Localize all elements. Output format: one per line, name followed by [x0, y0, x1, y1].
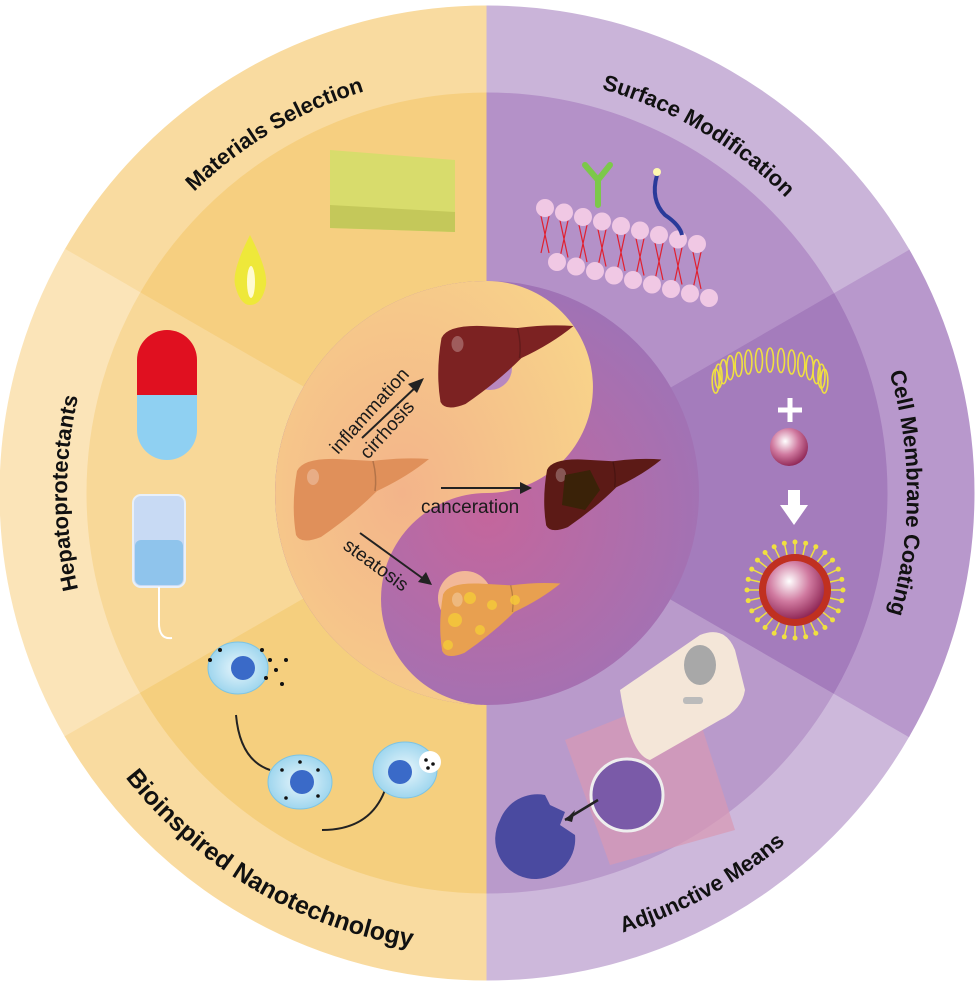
- lipid-head: [555, 203, 573, 222]
- lipid-head: [662, 280, 680, 298]
- lipid-head: [548, 253, 566, 271]
- lipid-head: [612, 217, 630, 235]
- lipid-head: [586, 262, 604, 280]
- lipid-head: [574, 208, 592, 226]
- antibody-icon: [582, 162, 613, 208]
- ligand-head: [653, 168, 661, 176]
- lipid-head: [688, 235, 706, 253]
- lipid-head: [643, 275, 661, 294]
- curved-arrow-1: [235, 714, 271, 771]
- lipid-bilayer-icon: [536, 199, 718, 307]
- cell-icon-1: [207, 641, 288, 695]
- lipid-head: [631, 221, 649, 240]
- iv-bag-icon: [132, 494, 186, 640]
- droplet-highlight: [247, 266, 255, 298]
- arrow-head: [565, 810, 575, 822]
- ultrasound-probe-icon: [620, 632, 745, 760]
- down-arrow-icon: [780, 490, 808, 525]
- capsule-icon: [137, 330, 197, 460]
- progression-arrows: [359, 384, 525, 581]
- lipid-head: [536, 199, 554, 217]
- label-canceration: canceration: [421, 497, 519, 518]
- plus-icon: [778, 398, 802, 422]
- lipid-head: [669, 230, 687, 249]
- lipid-head: [567, 257, 585, 276]
- tissue-texture-disk: [589, 757, 665, 833]
- cell-icon-2: [267, 754, 333, 810]
- lipid-head: [624, 271, 642, 289]
- arrow-heads: [408, 378, 532, 585]
- coated-nanoparticle-icon: [744, 539, 846, 641]
- lipid-head: [650, 226, 668, 244]
- lipid-head: [681, 284, 699, 303]
- material-slab-side: [330, 205, 455, 232]
- ligand-chain-icon: [652, 174, 684, 236]
- nanoparticle-icon: [770, 428, 808, 466]
- cell-icon-3: [372, 741, 441, 799]
- lipid-head: [700, 289, 718, 307]
- lipid-head: [605, 266, 623, 285]
- curved-arrow-2: [321, 789, 386, 831]
- inner-yellow-lobe: [275, 281, 593, 705]
- tumor-spot: [562, 470, 600, 510]
- fat-droplets: [443, 592, 520, 650]
- broken-tissue-disk: [495, 794, 576, 879]
- membrane-vesicle-icon: [711, 347, 829, 394]
- lipid-head: [593, 212, 611, 231]
- arrow-inflammation: [361, 384, 419, 439]
- arrow-steatosis: [359, 532, 426, 581]
